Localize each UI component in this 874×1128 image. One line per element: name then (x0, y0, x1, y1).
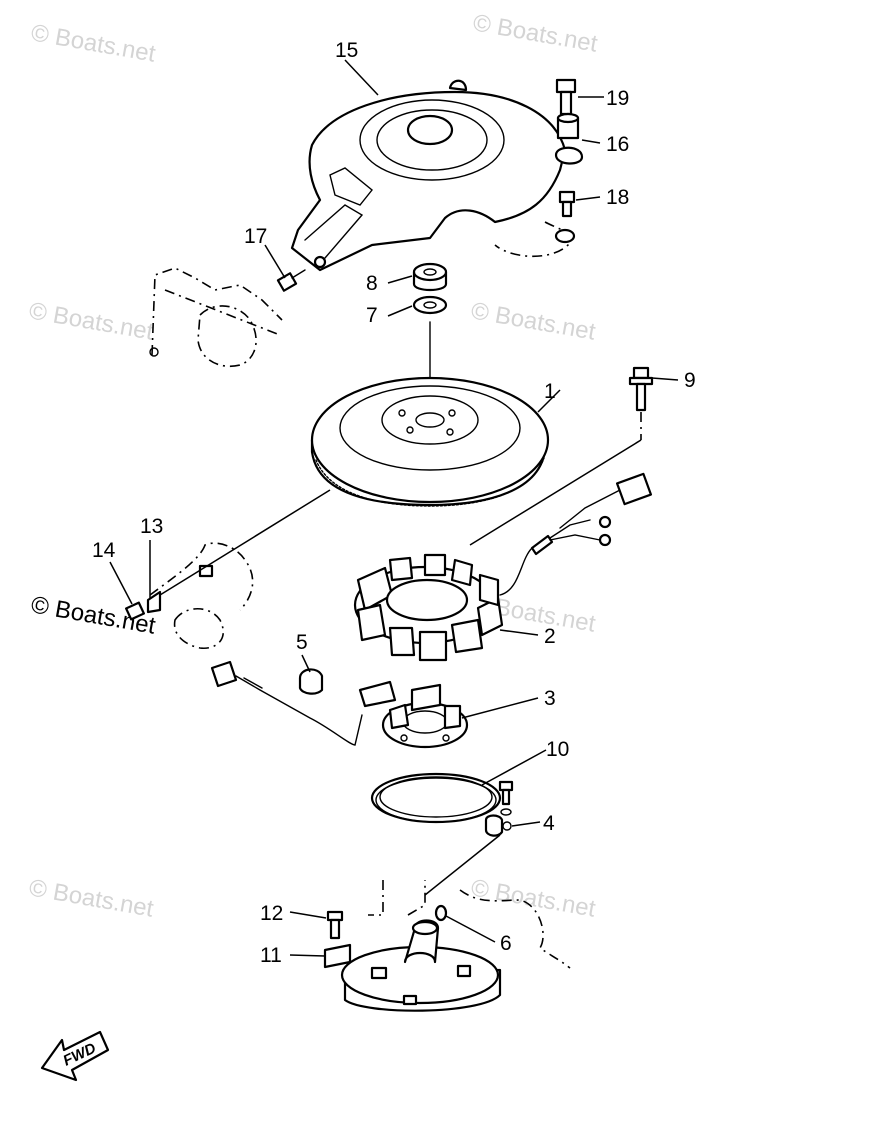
mounting-bracket-right (494, 221, 571, 258)
forward-direction-arrow: FWD (40, 1030, 110, 1082)
watermark: © Boats.net (469, 874, 598, 922)
pulser-coil (358, 680, 469, 749)
ring-part-10 (370, 772, 502, 824)
callout-1: 1 (544, 380, 556, 403)
cap-part-5 (298, 668, 324, 695)
mounting-bracket-upper (149, 267, 283, 367)
callout-18: 18 (606, 186, 629, 209)
callout-14: 14 (92, 539, 116, 562)
plate-part-13 (146, 590, 162, 614)
stator-wiring (499, 472, 653, 596)
leader-lines (109, 59, 679, 957)
stator-coil (353, 553, 504, 662)
callout-19: 19 (606, 87, 629, 110)
callout-10: 10 (546, 738, 569, 761)
watermark: © Boats.net (27, 297, 156, 345)
bolt-part-14 (125, 601, 145, 621)
pulser-wiring (210, 660, 363, 746)
callout-6: 6 (500, 932, 512, 955)
nut-part-8 (412, 262, 448, 292)
bolt-part-9 (628, 366, 654, 440)
callout-numbers: 1 2 3 4 5 6 7 8 9 10 11 12 13 14 15 16 1… (92, 39, 696, 967)
callout-7: 7 (366, 304, 378, 327)
screw-part-6 (434, 904, 448, 922)
callout-16: 16 (606, 133, 629, 156)
callout-13: 13 (140, 515, 163, 538)
dashed-guides-lower (368, 880, 571, 969)
callout-12: 12 (260, 902, 283, 925)
washer-part-7 (412, 295, 448, 315)
watermark: © Boats.net (469, 297, 598, 345)
callout-3: 3 (544, 687, 556, 710)
watermark: © Boats.net (29, 19, 158, 67)
bolt-part-19 (555, 78, 577, 116)
bolt-part-18 (554, 190, 576, 244)
watermark: © Boats.net (471, 9, 600, 57)
clip-part-11 (323, 943, 352, 969)
callout-4: 4 (543, 812, 555, 835)
mounting-bracket-lower (149, 542, 254, 649)
callout-11: 11 (260, 944, 282, 967)
callout-15: 15 (335, 39, 358, 62)
callout-8: 8 (366, 272, 378, 295)
bolt-and-clamp-part-4 (484, 780, 514, 837)
bolt-part-12 (326, 910, 344, 940)
flywheel-cover (290, 79, 567, 272)
flywheel (310, 376, 550, 507)
callout-17: 17 (244, 225, 267, 248)
callout-9: 9 (684, 369, 696, 392)
callout-2: 2 (544, 625, 556, 648)
collar-part-16 (554, 112, 584, 165)
callout-5: 5 (296, 631, 308, 654)
base-plate (340, 919, 502, 1012)
watermark: © Boats.net (27, 874, 156, 922)
